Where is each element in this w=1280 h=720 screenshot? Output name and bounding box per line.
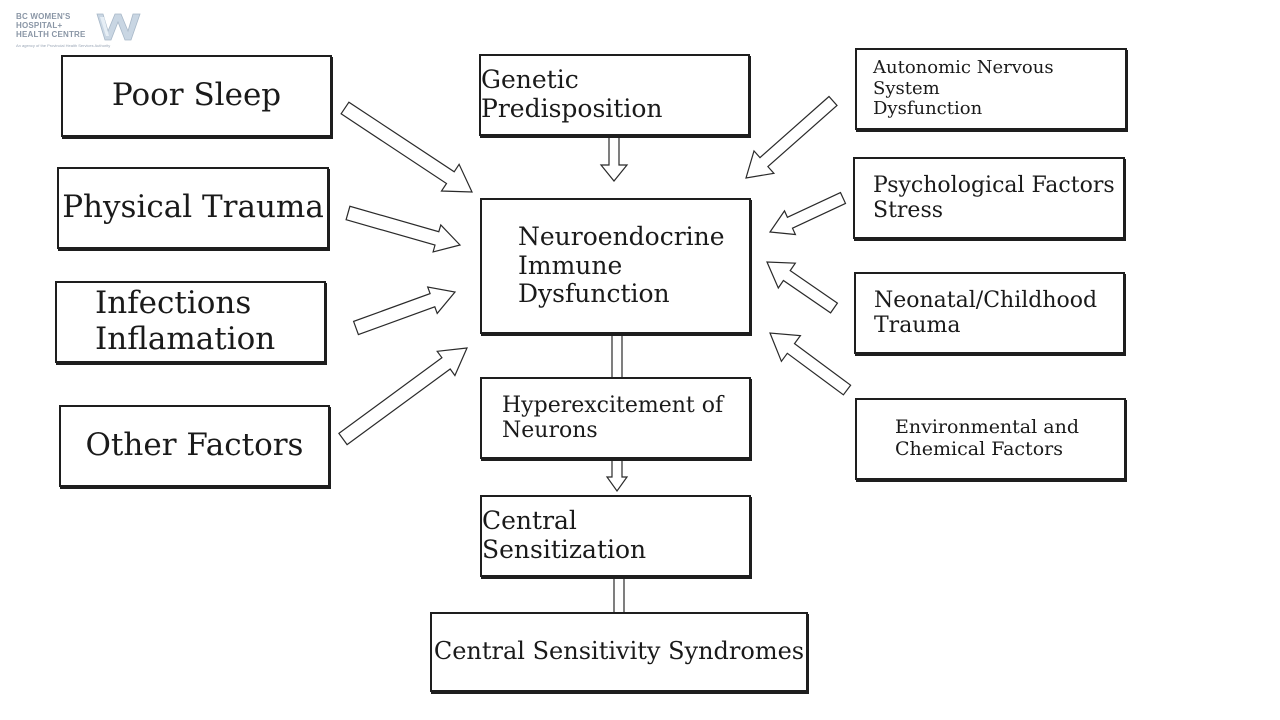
arrow-autonomic — [745, 95, 838, 179]
box-infections: Infections Inflamation — [55, 281, 326, 363]
label-central-sensitivity-syndromes: Central Sensitivity Syndromes — [433, 637, 805, 666]
arrow-genetic — [599, 136, 629, 182]
arrow-environmental — [769, 332, 852, 396]
logo-w-icon — [96, 13, 141, 41]
label-genetic-predisposition: Genetic Predisposition — [481, 65, 663, 123]
box-hyperexcitement: Hyperexcitement of Neurons — [480, 377, 751, 459]
box-neuroendocrine: Neuroendocrine Immune Dysfunction — [480, 198, 751, 334]
label-hyperexcitement: Hyperexcitement of Neurons — [502, 392, 724, 443]
label-physical-trauma: Physical Trauma — [62, 189, 324, 226]
arrow-physical-trauma — [345, 205, 462, 253]
label-autonomic: Autonomic Nervous System Dysfunction — [873, 56, 1054, 120]
box-neonatal: Neonatal/Childhood Trauma — [854, 272, 1125, 354]
box-central-sensitivity-syndromes: Central Sensitivity Syndromes — [430, 612, 808, 692]
label-infections: Infections Inflamation — [95, 285, 276, 357]
label-poor-sleep: Poor Sleep — [111, 77, 282, 114]
logo-name: BC WOMEN'S HOSPITAL+ HEALTH CENTRE — [16, 12, 86, 39]
logo-tagline: An agency of the Provincial Health Servi… — [16, 43, 111, 48]
box-poor-sleep: Poor Sleep — [61, 55, 332, 137]
box-physical-trauma: Physical Trauma — [57, 167, 329, 249]
box-autonomic: Autonomic Nervous System Dysfunction — [855, 48, 1127, 130]
box-environmental: Environmental and Chemical Factors — [855, 398, 1126, 480]
label-central-sensitization: Central Sensitization — [482, 506, 647, 564]
label-neuroendocrine: Neuroendocrine Immune Dysfunction — [518, 221, 725, 309]
arrow-infections — [352, 286, 457, 336]
label-neonatal: Neonatal/Childhood Trauma — [874, 287, 1098, 338]
arrow-psychological — [768, 191, 847, 236]
bc-womens-logo: BC WOMEN'S HOSPITAL+ HEALTH CENTRE An ag… — [16, 12, 146, 52]
box-other-factors: Other Factors — [59, 405, 330, 487]
arrow-poor-sleep — [340, 101, 473, 193]
arrow-neonatal — [766, 261, 839, 314]
box-genetic-predisposition: Genetic Predisposition — [479, 54, 750, 136]
arrow-other-factors — [338, 347, 468, 446]
label-environmental: Environmental and Chemical Factors — [895, 416, 1079, 460]
box-psychological: Psychological Factors Stress — [853, 157, 1125, 239]
label-psychological: Psychological Factors Stress — [873, 172, 1115, 223]
label-other-factors: Other Factors — [85, 427, 304, 464]
box-central-sensitization: Central Sensitization — [480, 495, 751, 577]
